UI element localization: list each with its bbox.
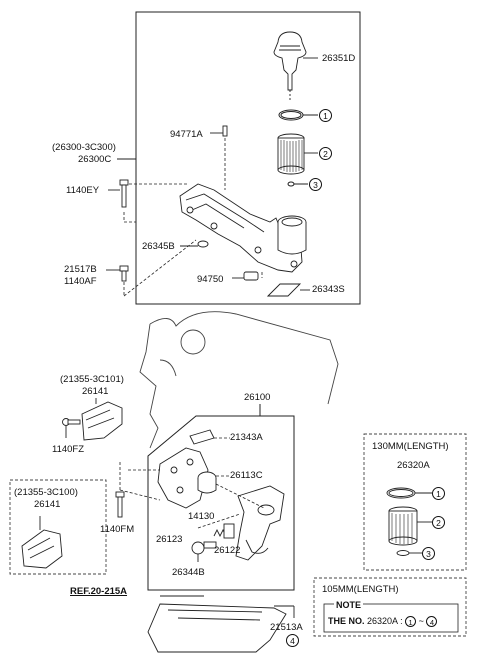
label-26300c: 26300C xyxy=(78,154,112,165)
label-26320a: 26320A xyxy=(397,460,430,471)
label-26122: 26122 xyxy=(214,545,241,556)
note-title: NOTE xyxy=(334,600,364,610)
note-from: 1 xyxy=(405,616,417,628)
bolt-1140fm-drawing xyxy=(115,491,125,518)
front-cover-26141-drawing xyxy=(81,398,123,441)
label-21355-alt2: (21355-3C100) xyxy=(14,487,78,498)
filter-kit-drawing xyxy=(386,487,432,556)
alt-cover-26141-drawing xyxy=(21,516,63,569)
oil-pan-drawing xyxy=(147,595,295,653)
filter-cap-drawing xyxy=(273,31,318,100)
plug-26344b-drawing xyxy=(191,541,217,562)
callout-2: 2 xyxy=(319,147,332,160)
label-21513a: 21513A xyxy=(270,622,303,633)
label-26300-alt: (26300-3C300) xyxy=(52,142,116,153)
label-26344b: 26344B xyxy=(172,567,205,578)
label-21355-alt1: (21355-3C101) xyxy=(60,374,124,385)
label-26343s: 26343S xyxy=(312,284,345,295)
label-105mm-length: 105MM(LENGTH) xyxy=(322,584,399,595)
gasket-26343s-drawing xyxy=(266,283,310,297)
label-26141-b: 26141 xyxy=(34,499,61,510)
label-14130: 14130 xyxy=(188,511,215,522)
label-1140fm: 1140FM xyxy=(100,524,135,535)
bolt-21517b-drawing xyxy=(106,265,129,282)
label-1140fz: 1140FZ xyxy=(52,444,85,455)
bolt-1140fz-drawing xyxy=(62,418,81,438)
alt-cover-box xyxy=(9,479,107,575)
pump-housing-14130-drawing xyxy=(235,485,285,561)
note-box xyxy=(323,603,459,633)
label-1140af: 1140AF xyxy=(64,276,97,287)
reference-link[interactable]: REF.20-215A xyxy=(70,586,128,597)
o-ring-drawing xyxy=(278,109,318,121)
oil-pump-leaders xyxy=(119,437,265,529)
filter-element-drawing xyxy=(277,133,318,175)
label-94771a: 94771A xyxy=(170,129,203,140)
filter-105mm-box xyxy=(313,577,467,637)
callout-1b: 1 xyxy=(432,487,445,500)
oil-pump-group xyxy=(147,404,295,591)
callout-2b: 2 xyxy=(432,516,445,529)
note-part: 26320A xyxy=(367,616,398,626)
pin-94771a-drawing xyxy=(210,125,228,137)
oil-filter-housing-group xyxy=(117,11,361,305)
note-lead: THE NO. xyxy=(328,616,365,626)
label-26351d: 26351D xyxy=(322,53,356,64)
label-94750: 94750 xyxy=(197,274,224,285)
note-to: 4 xyxy=(426,616,438,628)
housing-body-drawing xyxy=(179,183,307,273)
label-21517b: 21517B xyxy=(64,264,97,275)
plug-26345b-drawing xyxy=(180,240,209,248)
callout-3b: 3 xyxy=(422,547,435,560)
small-o-ring-drawing xyxy=(287,181,308,187)
label-26113c: 26113C xyxy=(230,470,263,481)
housing-leaders xyxy=(123,138,263,297)
engine-block-outline xyxy=(139,311,339,449)
oil-pump-body-drawing xyxy=(157,429,217,509)
label-26345b: 26345B xyxy=(142,241,175,252)
callout-3: 3 xyxy=(309,178,322,191)
bolt-1140ey-drawing xyxy=(108,179,129,208)
note-text: THE NO. 26320A : 1 ~ 4 xyxy=(328,616,438,628)
label-1140ey: 1140EY xyxy=(66,185,100,196)
spring-26122-drawing xyxy=(213,523,235,539)
label-130mm-length: 130MM(LENGTH) xyxy=(372,441,449,452)
note-tilde: ~ xyxy=(418,616,424,626)
label-26100: 26100 xyxy=(244,392,271,403)
callout-4: 4 xyxy=(286,634,299,647)
label-21343a: 21343A xyxy=(230,432,263,443)
note-sep: : xyxy=(400,616,403,626)
label-26141-a: 26141 xyxy=(82,386,109,397)
label-26123: 26123 xyxy=(156,534,183,545)
callout-1: 1 xyxy=(319,109,332,122)
filter-130mm-box xyxy=(363,433,467,571)
sensor-94750-drawing xyxy=(232,271,259,281)
